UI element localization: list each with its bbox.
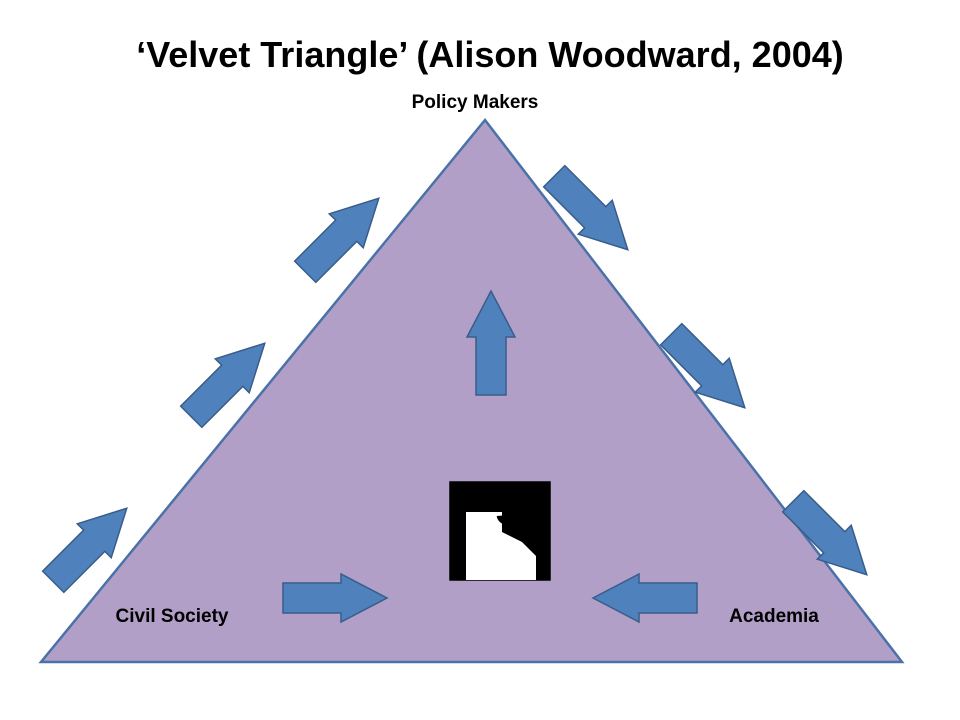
logo-numeral: 5 bbox=[495, 482, 521, 534]
vertex-label-academia: Academia bbox=[729, 606, 819, 627]
vertex-label-civil-society: Civil Society bbox=[116, 606, 229, 627]
slide-title: ‘Velvet Triangle’ (Alison Woodward, 2004… bbox=[136, 34, 844, 75]
velvet-triangle bbox=[38, 117, 905, 664]
5-5-logo: 5 5 bbox=[449, 481, 551, 587]
logo-numeral: 5 bbox=[471, 520, 504, 587]
vertex-label-policy-makers: Policy Makers bbox=[412, 92, 539, 113]
